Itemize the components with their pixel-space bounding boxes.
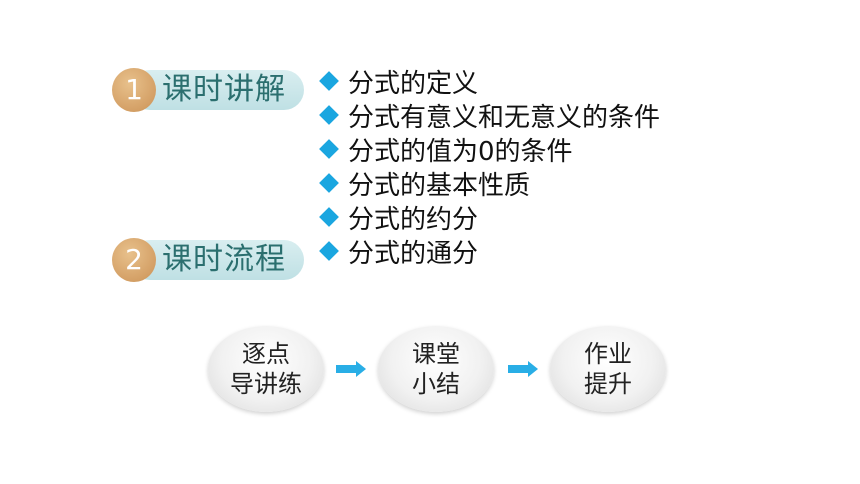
section-2-pill — [130, 240, 304, 280]
diamond-bullet-icon — [319, 105, 339, 125]
topic-item: 分式的约分 — [318, 200, 660, 235]
topic-text: 分式的通分 — [348, 238, 479, 269]
flow-step-line1: 逐点 — [242, 340, 290, 368]
topic-text: 分式的基本性质 — [348, 170, 531, 201]
section-1-pill — [130, 70, 304, 110]
topic-text: 分式的定义 — [348, 68, 479, 99]
right-arrow-icon — [508, 361, 538, 377]
topic-text: 分式的约分 — [348, 204, 479, 235]
topic-text: 分式有意义和无意义的条件 — [348, 102, 661, 133]
diamond-bullet-icon — [319, 173, 339, 193]
diamond-bullet-icon — [319, 71, 339, 91]
topic-list: 分式的定义 分式有意义和无意义的条件 分式的值为0的条件 分式的基本性质 分式的… — [318, 64, 661, 269]
topic-item: 分式的通分 — [318, 234, 660, 269]
flow-step-line1: 课堂 — [412, 340, 460, 368]
topic-item: 分式的定义 — [318, 64, 660, 99]
topic-item: 分式的基本性质 — [318, 166, 660, 201]
flow-step-line2: 提升 — [584, 370, 632, 398]
diamond-bullet-icon — [319, 139, 339, 159]
diamond-bullet-icon — [319, 241, 339, 261]
diamond-bullet-icon — [319, 207, 339, 227]
section-2-label: 课时流程 — [162, 242, 286, 277]
flow-step-practice: 逐点 导讲练 — [208, 326, 324, 412]
section-1-number: 1 — [112, 68, 156, 112]
flow-step-line1: 作业 — [584, 340, 632, 368]
flow-step-line2: 导讲练 — [230, 370, 302, 398]
topic-item: 分式的值为0的条件 — [318, 132, 660, 167]
topic-text: 分式的值为0的条件 — [348, 136, 573, 167]
flow-step-summary: 课堂 小结 — [378, 326, 494, 412]
right-arrow-icon — [336, 361, 366, 377]
flow-step-line2: 小结 — [412, 370, 460, 398]
flow-step-homework: 作业 提升 — [550, 326, 666, 412]
topic-item: 分式有意义和无意义的条件 — [318, 98, 661, 133]
section-1-label: 课时讲解 — [162, 72, 286, 107]
section-2-number: 2 — [112, 238, 156, 282]
